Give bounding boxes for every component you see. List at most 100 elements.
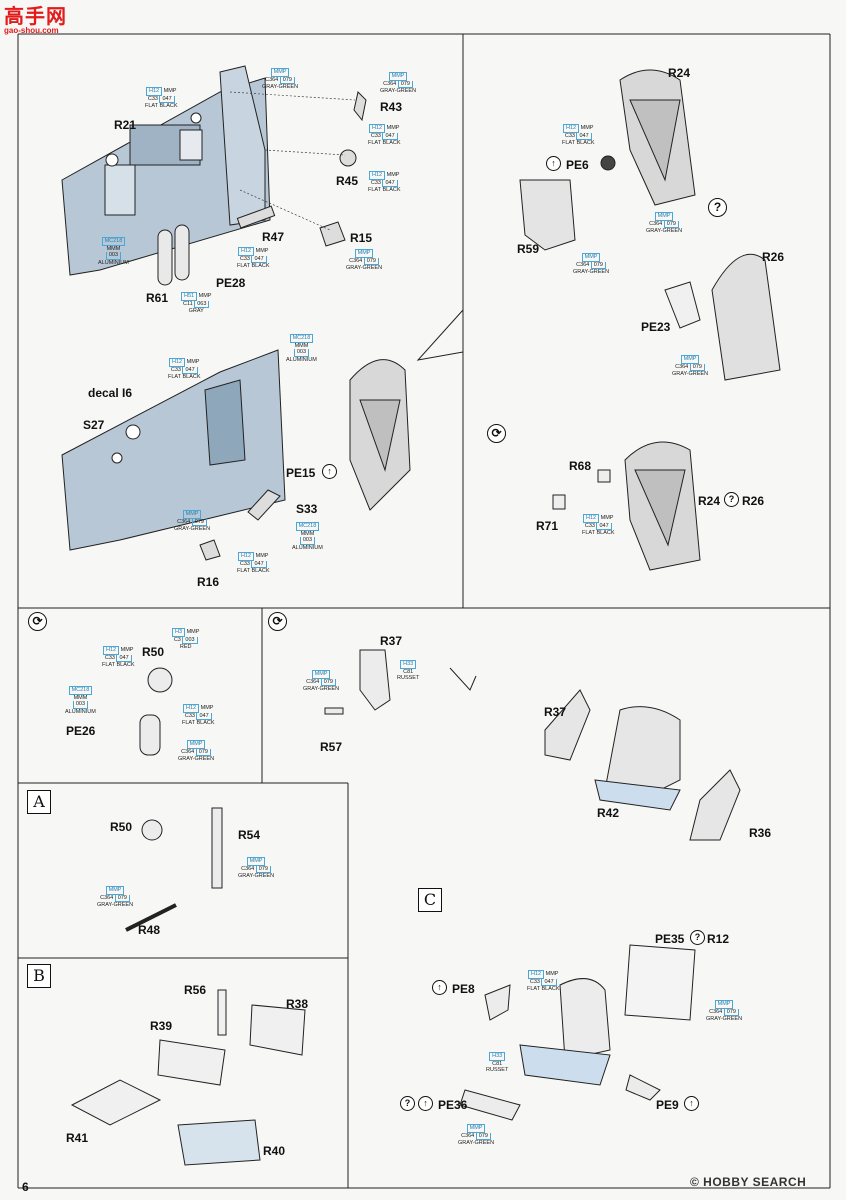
part-label-r21: R21 — [114, 118, 137, 132]
instrument-panel-top-drawing — [61, 65, 271, 276]
part-label-r56: R56 — [184, 983, 207, 997]
question-icon: ? — [708, 198, 727, 217]
part-label-pe9: PE9 — [656, 1098, 679, 1112]
part-label-s27: S27 — [83, 418, 105, 432]
part-label-pe23: PE23 — [641, 320, 671, 334]
watermark: 高手网 gao-shou.com — [4, 6, 67, 35]
part-label-r39: R39 — [150, 1019, 173, 1033]
part-label-r41: R41 — [66, 1131, 89, 1145]
part-label-r40: R40 — [263, 1144, 286, 1158]
part-label-pe8: PE8 — [452, 982, 475, 996]
part-label-s33: S33 — [296, 502, 318, 516]
part-label-r37: R37 — [380, 634, 403, 648]
part-label-r68: R68 — [569, 459, 592, 473]
part-label-r71: R71 — [536, 519, 559, 533]
seat-assembly-r42-drawing — [544, 689, 741, 841]
rotate-icon: ⟳ — [268, 612, 287, 631]
section-b-label: B — [27, 964, 51, 988]
oxygen-bottles-drawing — [157, 224, 190, 286]
arrow-up-icon: ↑ — [432, 980, 447, 995]
part-label-r61: R61 — [146, 291, 169, 305]
part-label-r54: R54 — [238, 828, 261, 842]
arrow-up-icon: ↑ — [546, 156, 561, 171]
small-parts-top — [236, 91, 367, 247]
seat-frame-r26-drawing — [664, 253, 781, 381]
part-label-pe15: PE15 — [286, 466, 316, 480]
page-number: 6 — [22, 1180, 29, 1194]
part-label-pe26: PE26 — [66, 724, 96, 738]
part-label-r42: R42 — [597, 806, 620, 820]
part-label-r47: R47 — [262, 230, 285, 244]
part-label-r26-b: R26 — [742, 494, 765, 508]
seat-back-frame-drawing — [349, 359, 411, 511]
part-label-r24-b: R24 — [698, 494, 721, 508]
assembly-lines-top — [229, 91, 356, 231]
part-label-pe36: PE36 — [438, 1098, 468, 1112]
part-label-r12: R12 — [707, 932, 730, 946]
question-icon: ? — [724, 492, 739, 507]
part-label-r15: R15 — [350, 231, 373, 245]
seat-frame-rotated-drawing — [552, 441, 701, 571]
arrow-up-icon: ↑ — [322, 464, 337, 479]
rotate-icon: ⟳ — [487, 424, 506, 443]
callout-pointer-1 — [416, 309, 464, 361]
seat-bracket-r37-drawing — [324, 649, 391, 715]
part-label-pe6: PE6 — [566, 158, 589, 172]
part-label-decal-i6: decal I6 — [88, 386, 133, 400]
part-label-r50-b: R50 — [110, 820, 133, 834]
part-label-r43: R43 — [380, 100, 403, 114]
rotate-icon: ⟳ — [28, 612, 47, 631]
part-label-r45: R45 — [336, 174, 359, 188]
section-c-parts-drawing — [459, 944, 696, 1121]
footer-credit: © HOBBY SEARCH — [690, 1175, 807, 1189]
seat-frame-r24-drawing — [519, 69, 696, 251]
part-label-pe28: PE28 — [216, 276, 246, 290]
question-icon: ? — [400, 1096, 415, 1111]
part-label-pe35: PE35 — [655, 932, 685, 946]
section-a-label: A — [27, 790, 51, 814]
part-label-r38: R38 — [286, 997, 309, 1011]
part-label-r16: R16 — [197, 575, 220, 589]
watermark-brand: 高手网 — [4, 4, 67, 28]
section-a-parts-drawing — [125, 807, 223, 932]
callout-pointer-2 — [449, 667, 477, 691]
part-label-r26: R26 — [762, 250, 785, 264]
arrow-up-icon: ↑ — [684, 1096, 699, 1111]
instrument-panel-bottom-drawing — [61, 349, 286, 551]
part-label-r59: R59 — [517, 242, 540, 256]
arrow-up-icon: ↑ — [418, 1096, 433, 1111]
section-b-parts-drawing — [70, 989, 306, 1166]
small-parts-mid — [199, 489, 281, 561]
part-label-r36: R36 — [749, 826, 772, 840]
